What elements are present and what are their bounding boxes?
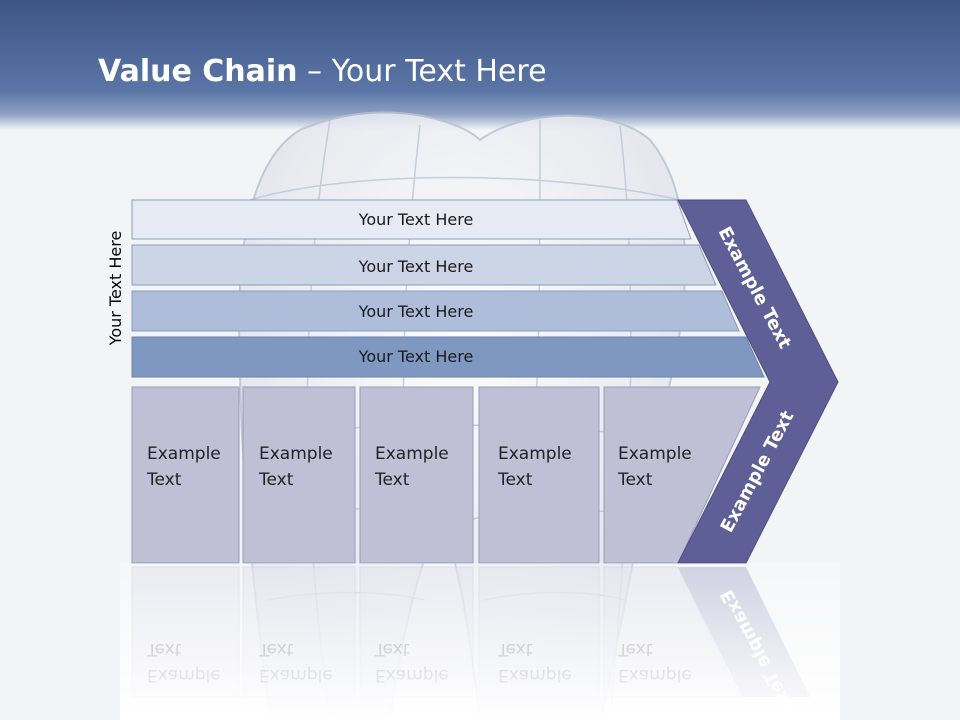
row-bar-2 [131, 244, 717, 286]
activity-box-3 [359, 386, 474, 564]
activity-box-1 [131, 386, 240, 564]
row-bar-3 [131, 290, 740, 332]
row-label-2: Your Text Here [358, 257, 474, 276]
activity-box-2 [242, 386, 356, 564]
box-label-1-line2: Text [146, 470, 182, 490]
box-label-4-line2: Text [497, 470, 533, 490]
box-label-1-line1: Example [147, 444, 221, 464]
row-label-3: Your Text Here [358, 302, 474, 321]
row-bar-1 [131, 199, 692, 240]
box-label-2-line1: Example [259, 444, 333, 464]
title-rest: – Your Text Here [297, 54, 547, 89]
side-label: Your Text Here [106, 231, 125, 347]
title-bold: Value Chain [98, 54, 298, 89]
activity-box-4 [478, 386, 600, 564]
page-title: Value Chain – Your Text Here [98, 54, 547, 89]
row-label-4: Your Text Here [358, 347, 474, 366]
title-banner [0, 0, 960, 130]
reflection-fade [120, 563, 840, 720]
box-label-3-line2: Text [374, 470, 410, 490]
box-label-4-line1: Example [498, 444, 572, 464]
row-bar-4 [131, 336, 765, 378]
box-label-5-line1: Example [618, 444, 692, 464]
box-label-5-line2: Text [617, 470, 653, 490]
box-label-2-line2: Text [258, 470, 294, 490]
box-label-3-line1: Example [375, 444, 449, 464]
row-label-1: Your Text Here [358, 210, 474, 229]
